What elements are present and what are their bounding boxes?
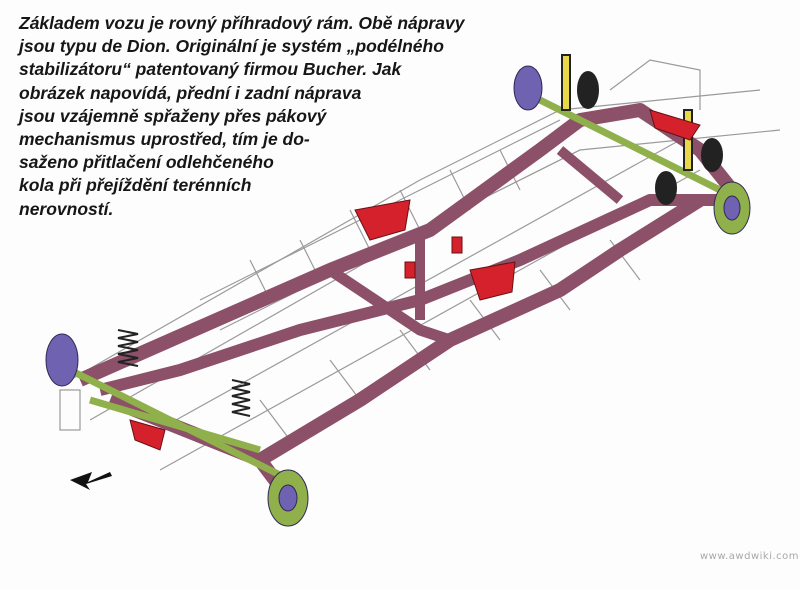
arrow-left-down-icon [70,472,112,490]
wheel-hubs [45,65,751,527]
caption-line: nerovností. [19,198,114,219]
caption-line: Základem vozu je rovný příhradový rám. O… [19,13,465,33]
watermark: www.awdwiki.com [700,551,800,562]
caption-line: saženo přitlačení odlehčeného [19,152,274,173]
springs [117,54,723,417]
de-dion-axles [68,96,742,484]
caption-line: jsou vzájemně spřaženy přes pákový [19,105,327,126]
caption-line: mechanismus uprostřed, tím je do- [19,129,310,150]
coupling-levers [129,109,701,451]
caption-line: obrázek napovídá, přední i zadní náprava [19,82,362,103]
caption-line: stabilizátoru“ patentovaný firmou Bucher… [19,59,402,80]
caption-line: kola při přejíždění terénních [19,175,252,196]
caption-line: jsou typu de Dion. Originální je systém … [19,36,444,57]
caption-text: Základem vozu je rovný příhradový rám. O… [19,12,464,221]
